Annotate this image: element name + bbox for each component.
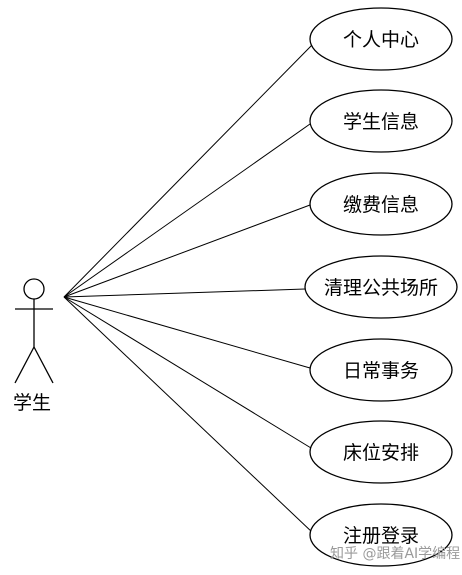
association-line [63,204,311,298]
association-line [63,296,314,534]
use-case-label: 清理公共场所 [324,277,438,299]
association-line [63,296,312,449]
actor-left-leg [14,346,35,384]
use-case-ellipse [309,503,453,567]
use-case: 床位安排 [309,420,453,484]
association-line [63,123,311,298]
use-case: 个人中心 [309,7,453,71]
use-case-label: 床位安排 [343,442,419,464]
association-line [63,43,314,298]
use-case-ellipse [304,255,458,319]
use-case-label: 个人中心 [343,29,419,51]
actor-student: 学生 [13,278,54,414]
use-case: 学生信息 [309,89,453,153]
watermark: 知乎 @跟着AI学编程 [330,546,461,562]
use-case-ellipse [309,7,453,71]
association-line [63,288,306,298]
use-case-ellipse [309,172,453,236]
associations [63,43,314,534]
use-case: 清理公共场所 [304,255,458,319]
actor-label: 学生 [13,392,51,414]
use-case: 缴费信息 [309,172,453,236]
use-case-label: 缴费信息 [343,194,419,216]
use-case: 注册登录 [309,503,453,567]
use-case-ellipse [309,420,453,484]
actor-head [23,278,45,300]
use-case-label: 注册登录 [343,525,419,547]
use-case-label: 日常事务 [343,360,419,382]
use-case-ellipse [309,89,453,153]
association-line [63,296,311,369]
actor-right-leg [33,346,54,384]
use-case-label: 学生信息 [343,111,419,133]
use-case-ellipse [309,338,453,402]
use-case: 日常事务 [309,338,453,402]
